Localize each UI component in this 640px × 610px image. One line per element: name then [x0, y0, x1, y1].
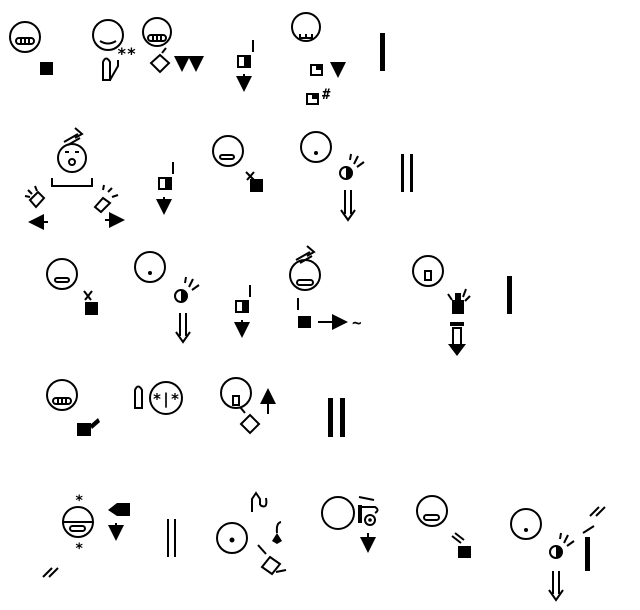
sign-1-3 — [142, 17, 204, 74]
sign-4-3 — [220, 377, 276, 435]
separator-double-bar — [401, 154, 413, 192]
hands-spread-icon — [51, 178, 93, 187]
square-half-icon — [235, 285, 251, 313]
hand-half-icon — [339, 153, 365, 180]
sign-1-5: # — [291, 12, 346, 105]
asterisk-bottom: * — [75, 541, 83, 557]
sign-5-5 — [510, 506, 606, 602]
face-open-mouth-icon — [220, 377, 252, 409]
hash-mark: # — [322, 87, 331, 103]
square-half-icon — [237, 40, 254, 68]
face-icon — [92, 19, 124, 51]
hand-outline-icon — [257, 544, 287, 576]
sign-3-3 — [234, 285, 251, 338]
hand-flat-icon — [134, 385, 143, 409]
separator-single-bar — [585, 537, 590, 571]
face-closed-mouth-icon — [46, 379, 78, 411]
separator-double-thin — [167, 519, 176, 557]
face-round-mouth-icon — [510, 508, 542, 540]
sign-1-2: ** — [92, 19, 136, 81]
hand-right-icon — [93, 184, 119, 214]
movement-mark-icon — [42, 567, 59, 578]
arrow-down-double-icon — [548, 571, 564, 602]
hand-filled-icon — [108, 503, 130, 516]
face-teeth-icon — [291, 12, 321, 42]
sign-1-4 — [236, 40, 254, 92]
face-round-mouth-icon — [300, 131, 332, 163]
svg-text:*|*: *|* — [152, 390, 179, 409]
arrow-down-double-icon — [174, 56, 204, 72]
movement-mark-icon — [582, 506, 606, 534]
sign-4-2: *|* — [134, 381, 183, 415]
head-movement-icon — [57, 127, 87, 173]
hand-hooked-icon — [251, 491, 268, 512]
face-dot-icon — [216, 522, 248, 554]
sign-2-1 — [24, 127, 125, 230]
square-small-icon — [306, 64, 323, 105]
arrow-down-double-icon — [340, 190, 356, 222]
hand-half-icon — [174, 276, 200, 303]
sign-4-1 — [46, 379, 100, 436]
contact-circle-icon: *|* — [149, 381, 183, 415]
hand-pointing-icon — [447, 288, 471, 314]
sign-3-1 — [46, 258, 98, 315]
face-neutral-icon — [46, 258, 78, 290]
sign-2-4 — [300, 131, 365, 222]
tilde-mark: ~ — [352, 313, 362, 332]
face-neutral-icon — [416, 495, 448, 527]
sign-5-1: * * — [42, 493, 130, 578]
square-filled-icon — [298, 316, 311, 328]
head-movement-icon — [289, 245, 321, 291]
arrow-down-hollow-icon — [448, 322, 466, 356]
separator-single-bar — [507, 276, 512, 314]
hand-left-icon — [24, 185, 46, 209]
hand-curl-icon — [358, 496, 379, 526]
sign-2-2 — [156, 162, 174, 215]
face-closed-mouth-icon — [142, 17, 172, 47]
hand-filled-icon — [77, 418, 100, 436]
sign-1-1 — [9, 21, 53, 75]
sign-3-4: ~ — [289, 245, 362, 332]
hand-half-icon — [549, 532, 575, 559]
face-neutral-icon — [212, 135, 244, 167]
sign-3-2 — [134, 251, 200, 344]
square-filled-icon — [40, 62, 53, 75]
circle-large-icon — [321, 496, 355, 530]
face-closed-mouth-icon — [9, 21, 41, 53]
square-filled-icon — [250, 179, 263, 192]
square-filled-icon — [85, 302, 98, 315]
face-open-mouth-icon — [412, 255, 444, 287]
face-round-mouth-icon — [134, 251, 166, 283]
diamond-icon — [239, 406, 261, 435]
separator-double-bar-heavy — [328, 398, 345, 437]
face-neutral-icon — [62, 506, 94, 538]
hand-thumb-icon — [272, 521, 282, 544]
hand-flat-icon — [102, 57, 119, 81]
sign-5-3 — [321, 496, 379, 553]
sign-3-5 — [412, 255, 471, 356]
sign-2-3 — [212, 135, 263, 192]
arrow-down-double-icon — [175, 313, 191, 344]
sign-5-2 — [216, 491, 287, 576]
sign-5-4 — [416, 495, 471, 558]
square-half-icon — [158, 162, 174, 190]
diacritic-stars-icon: ** — [117, 44, 136, 63]
asterisk-top: * — [75, 493, 83, 509]
square-filled-icon — [458, 546, 471, 558]
diamond-icon — [149, 47, 171, 74]
separator-single-bar — [380, 33, 385, 71]
